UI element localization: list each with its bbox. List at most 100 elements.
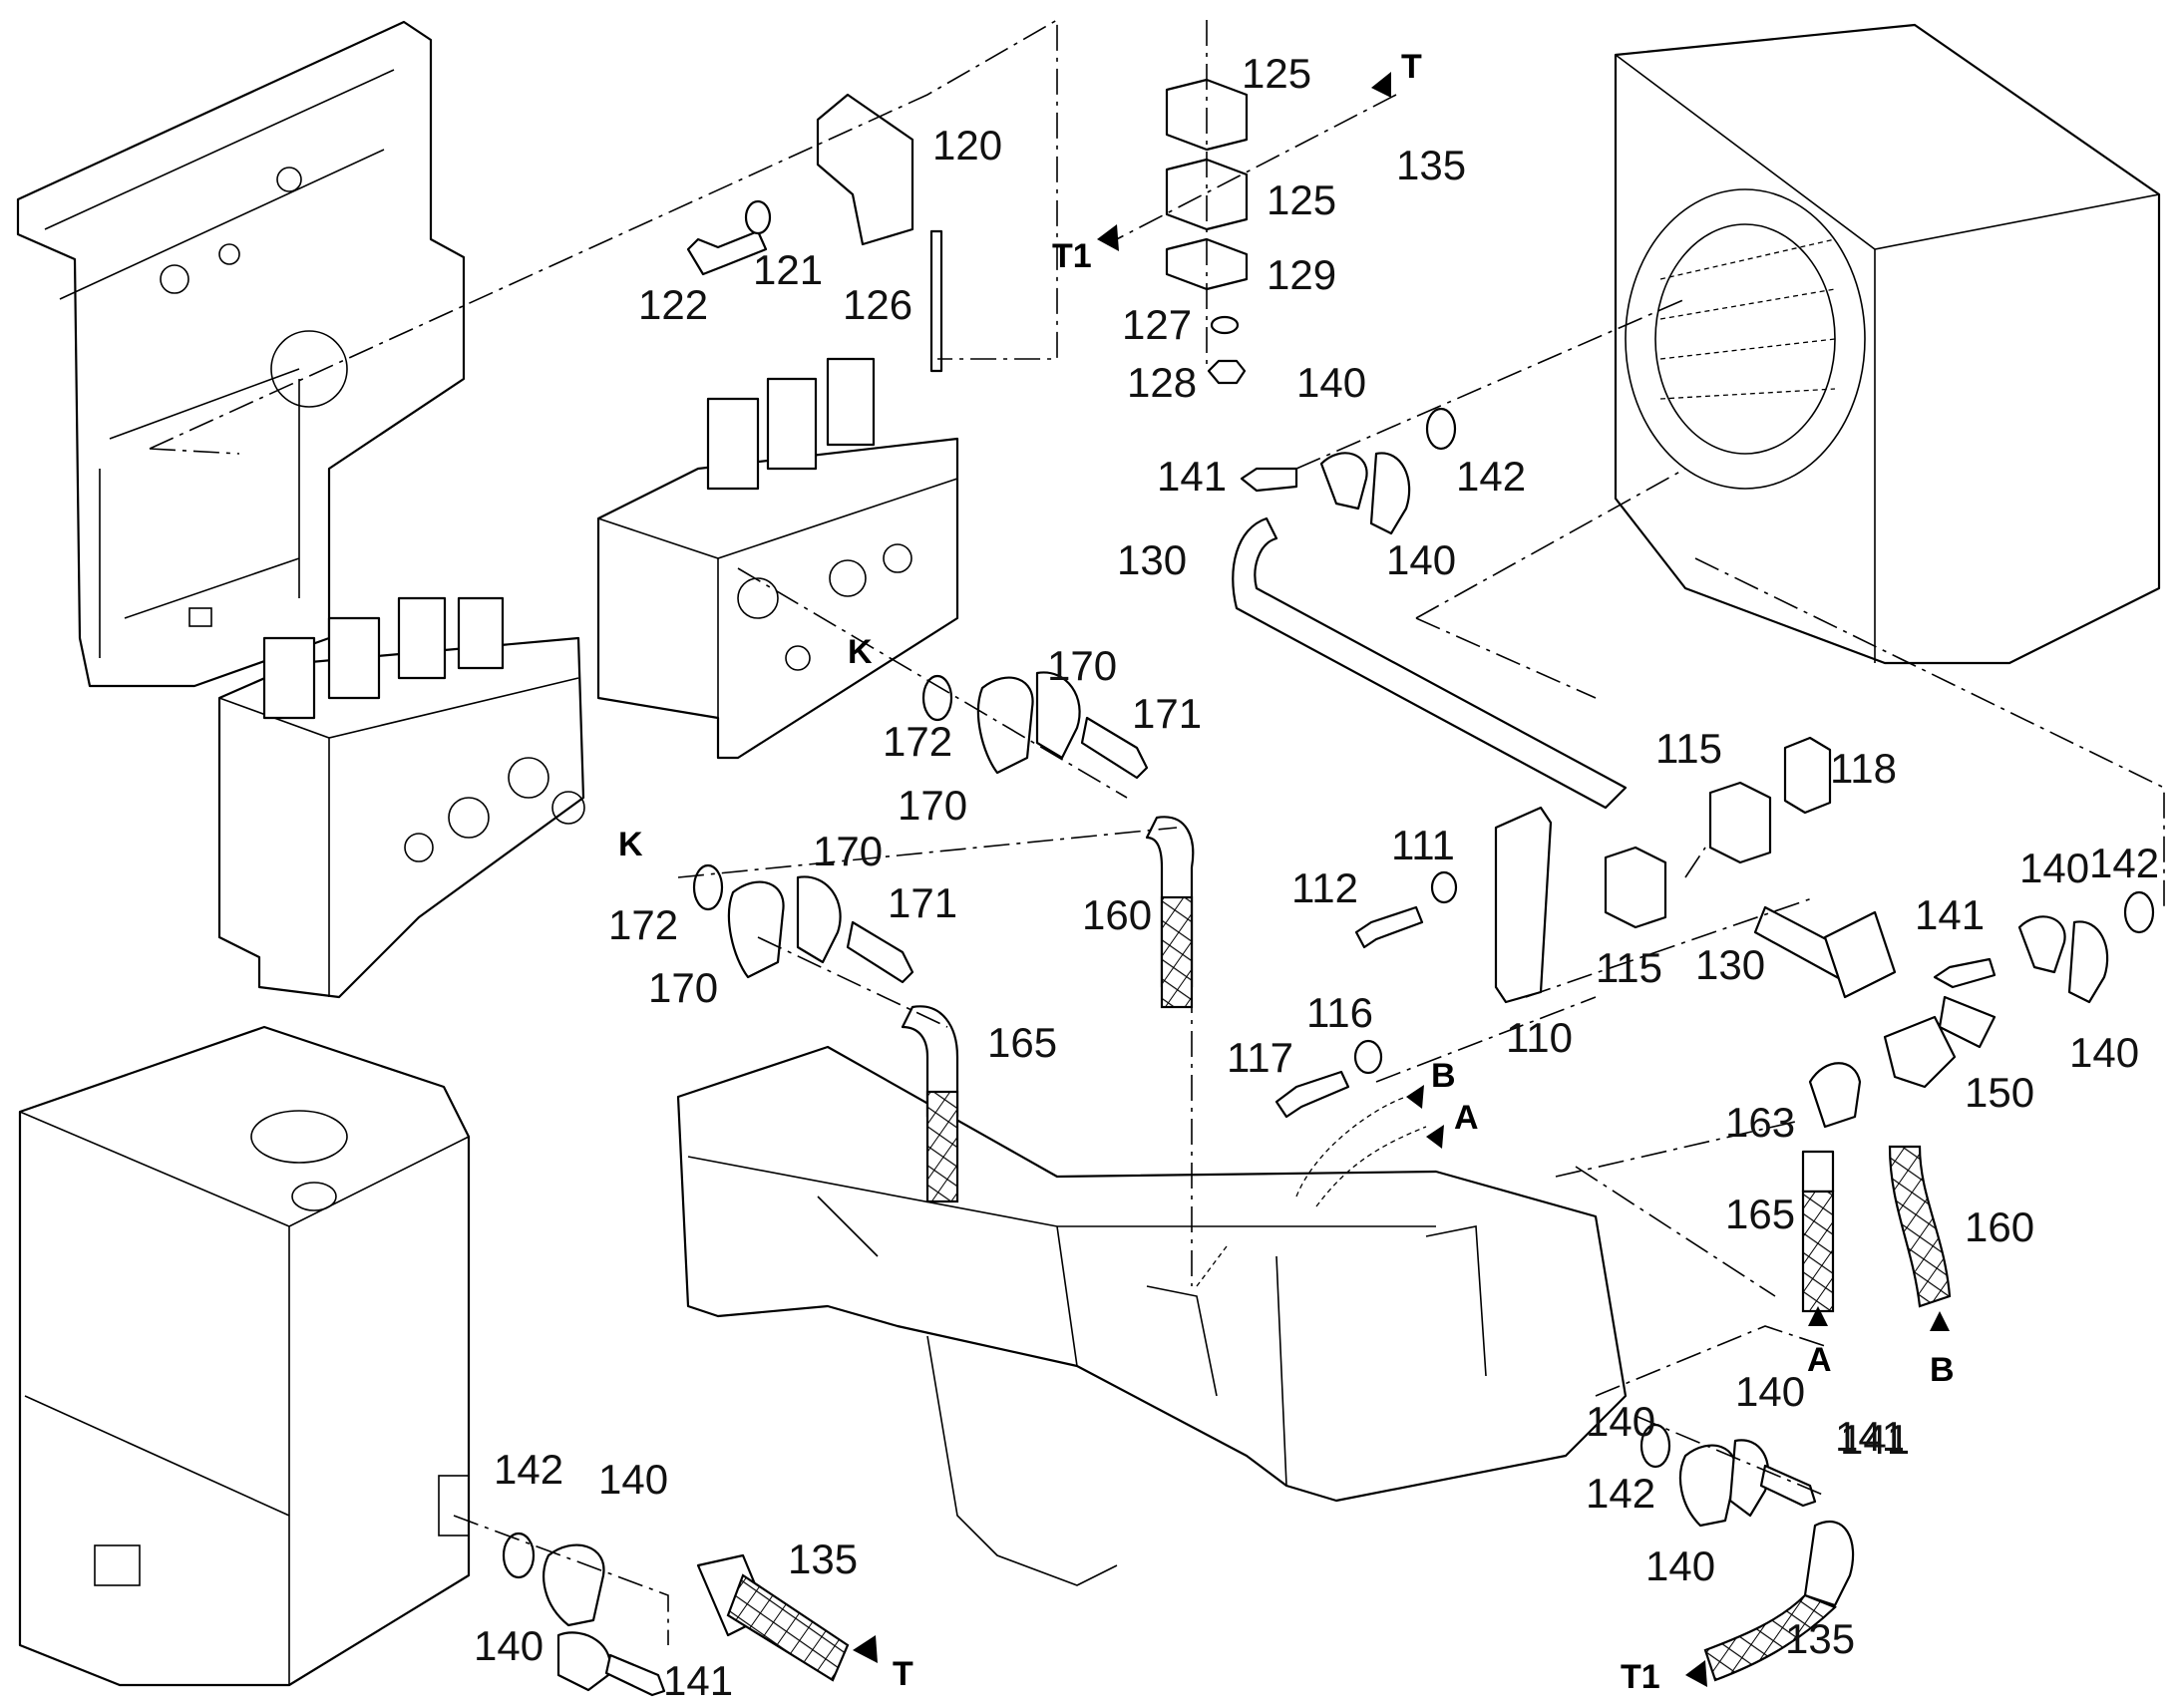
callout-140e: 140 [1735,1368,1805,1415]
hose-165-left-drawing [901,1005,959,1203]
callout-163: 163 [1725,1099,1795,1146]
pipe-130-upper-drawing [1232,516,1628,810]
callout-111: 111 [1391,822,1455,868]
hose-165-right-drawing [1801,1150,1835,1313]
callout-129: 129 [1267,251,1336,298]
arrow-A-centre [1426,1125,1444,1149]
callout-172b: 172 [608,901,678,948]
control-valve-lower-drawing [217,596,585,999]
callout-120: 120 [932,122,1002,169]
arrow-T1-top [1097,224,1119,251]
callout-170d: 170 [648,964,718,1011]
callout-141e: 141 [1840,1416,1910,1463]
assembly-leader-lines [149,18,2165,1645]
callout-140h: 140 [474,1622,544,1669]
oring-172-upper-drawing [921,674,953,722]
port-label-B-centre: B [1431,1057,1456,1095]
callout-140g: 140 [598,1456,668,1503]
callout-125b: 125 [1267,176,1336,223]
bracket-120-drawing [816,93,914,246]
clamp-140-tank-drawing [543,1543,611,1692]
callout-171b: 171 [888,879,957,926]
port-label-T-tank: T [893,1655,913,1693]
bolt-171-upper-drawing [1080,716,1149,780]
callout-126: 126 [843,281,912,328]
hydraulic-tank-drawing [18,1025,471,1687]
elbow-163-drawing [1808,1062,1862,1129]
oring-142-tank-drawing [502,1532,536,1579]
callout-141d: 141 [663,1657,733,1704]
port-label-K-lower: K [618,826,643,863]
callout-142b: 142 [2089,840,2159,886]
callout-116: 116 [1306,989,1373,1036]
callout-170b: 170 [898,782,967,829]
mounting-frame-drawing [16,20,466,688]
washer-127-drawing [1210,315,1240,335]
port-label-A-right: A [1807,1341,1832,1379]
callout-118: 118 [1830,745,1897,792]
port-label-K-upper: K [848,633,873,671]
callout-141c: 141 [1835,1413,1905,1460]
callout-150: 150 [1965,1069,2034,1116]
oring-142-cooler-drawing [1425,407,1457,451]
callout-130b: 130 [1695,941,1765,988]
callout-115b: 115 [1596,944,1662,991]
bolt-141-lower-right-drawing [1759,1464,1817,1508]
callout-135b: 135 [1785,1615,1855,1662]
callout-171a: 171 [1132,690,1202,737]
callout-142d: 142 [494,1446,563,1493]
washer-111-drawing [1430,870,1458,904]
port-label-B-right: B [1930,1351,1955,1389]
clamp-140-cooler-drawing [1319,452,1411,535]
arrow-B-centre [1406,1085,1424,1109]
stud-126-drawing [929,229,943,373]
plate-118-drawing [1783,736,1832,815]
callout-165b: 165 [1725,1191,1795,1237]
bolt-141-cooler-drawing [1240,467,1298,493]
bolt-122-drawing [686,229,768,276]
port-label-T1-top: T1 [1052,237,1092,275]
bolt-141-tank-drawing [604,1653,666,1697]
clamp-115-upper-drawing [1708,781,1772,864]
arrow-B-right [1930,1311,1950,1331]
washer-121-drawing [744,199,772,235]
hose-160-drawing [1145,816,1195,1009]
callout-141b: 141 [1915,891,1985,938]
flange-clamp-170-lower-drawing [727,875,842,979]
callout-142c: 142 [1586,1470,1655,1517]
callout-142a: 142 [1456,453,1526,500]
callout-135a: 135 [1396,142,1466,188]
hose-160-right-drawing [1888,1145,1952,1308]
cooler-radiator-drawing [1614,23,2161,665]
arrow-T-tank [853,1635,878,1663]
bolt-171-lower-drawing [846,920,914,984]
callout-140b: 140 [1386,536,1456,583]
bracket-110-drawing [1494,806,1553,1004]
callout-135c: 135 [788,1536,858,1582]
callout-115a: 115 [1655,725,1722,772]
bolt-141-right-drawing [1933,957,1997,989]
callout-112: 112 [1291,864,1358,911]
port-label-T-top: T [1401,48,1422,86]
arrow-T-top [1371,72,1391,98]
callout-122: 122 [638,281,708,328]
arrow-T1-right [1685,1660,1707,1687]
port-label-A-centre: A [1454,1099,1479,1137]
part-callouts: 125 120 135 125 122 121 126 129 127 128 … [474,50,2159,1704]
clamp-115-lower-drawing [1604,846,1667,929]
bolt-112-drawing [1354,905,1424,949]
callout-165a: 165 [987,1019,1057,1066]
callout-160a: 160 [1082,891,1152,938]
callout-125a: 125 [1242,50,1311,97]
arrow-A-right [1808,1306,1828,1326]
bolt-117-drawing [1274,1070,1350,1119]
callout-141a: 141 [1157,453,1227,500]
callout-172a: 172 [883,718,952,765]
callout-140a: 140 [1296,359,1366,406]
pipe-130-flange-drawing [1753,905,1897,999]
callout-160b: 160 [1965,1203,2034,1250]
callout-121: 121 [753,246,823,293]
callout-140d: 140 [2069,1029,2139,1076]
callout-117: 117 [1227,1034,1293,1081]
